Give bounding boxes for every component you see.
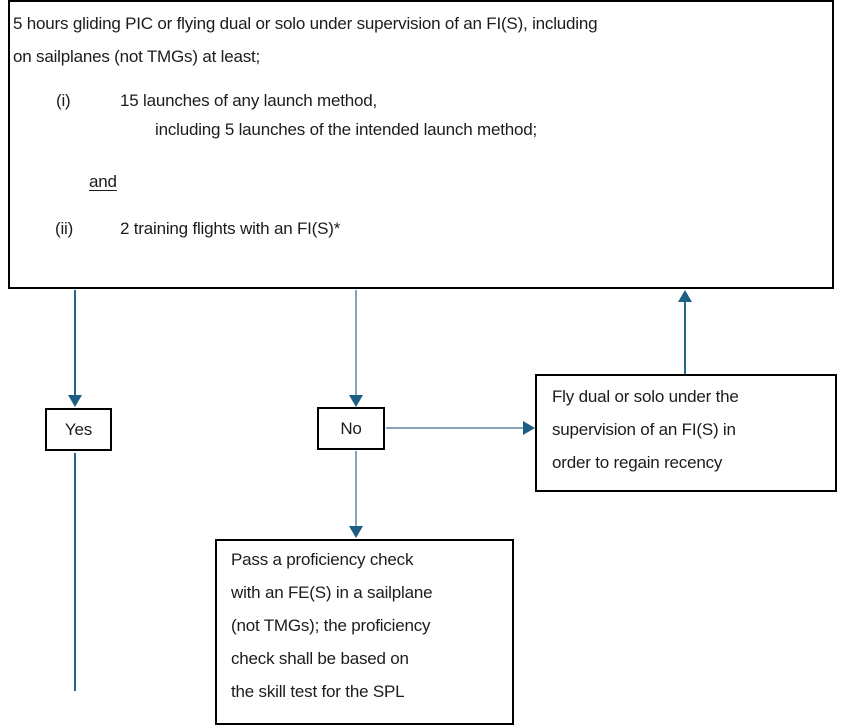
- requirements-intro-line2: on sailplanes (not TMGs) at least;: [13, 47, 261, 66]
- list-item-i-text: 15 launches of any launch method,: [120, 91, 378, 110]
- connector-top-to-yes: [74, 290, 76, 395]
- proficiency-line5: the skill test for the SPL: [231, 682, 405, 701]
- regain-line1: Fly dual or solo under the: [552, 387, 739, 406]
- recency-requirements-box: 5 hours gliding PIC or flying dual or so…: [8, 0, 834, 289]
- regain-line2: supervision of an FI(S) in: [552, 420, 736, 439]
- requirements-intro: 5 hours gliding PIC or flying dual or so…: [13, 7, 813, 73]
- connector-yes-tail: [74, 453, 76, 691]
- proficiency-line4: check shall be based on: [231, 649, 409, 668]
- arrowhead-down-proficiency-icon: [349, 526, 363, 538]
- yes-node: Yes: [45, 408, 112, 451]
- yes-label: Yes: [64, 419, 93, 439]
- list-item-ii-marker: (ii): [55, 219, 74, 238]
- connector-regain-to-top: [684, 301, 686, 374]
- regain-line3: order to regain recency: [552, 453, 723, 472]
- requirements-intro-line1: 5 hours gliding PIC or flying dual or so…: [13, 14, 598, 33]
- list-item-i-text2: including 5 launches of the intended lau…: [155, 120, 538, 139]
- connector-no-to-regain: [386, 427, 523, 429]
- arrowhead-right-regain-icon: [523, 421, 535, 435]
- proficiency-check-text: Pass a proficiency check with an FE(S) i…: [231, 543, 506, 708]
- conjunction-and: and: [89, 172, 117, 191]
- arrowhead-up-top-icon: [678, 290, 692, 302]
- list-item-i-marker: (i): [56, 91, 71, 110]
- proficiency-line1: Pass a proficiency check: [231, 550, 414, 569]
- connector-top-to-no: [355, 290, 357, 395]
- connector-no-to-proficiency: [355, 451, 357, 526]
- proficiency-line2: with an FE(S) in a sailplane: [231, 583, 433, 602]
- proficiency-line3: (not TMGs); the proficiency: [231, 616, 431, 635]
- arrowhead-down-no-icon: [349, 395, 363, 407]
- regain-recency-text: Fly dual or solo under the supervision o…: [552, 380, 827, 479]
- list-item-ii-text: 2 training flights with an FI(S)*: [120, 219, 341, 238]
- arrowhead-down-yes-icon: [68, 395, 82, 407]
- no-label: No: [340, 418, 362, 438]
- regain-recency-node: Fly dual or solo under the supervision o…: [535, 374, 837, 492]
- no-node: No: [317, 407, 385, 450]
- proficiency-check-node: Pass a proficiency check with an FE(S) i…: [215, 539, 514, 725]
